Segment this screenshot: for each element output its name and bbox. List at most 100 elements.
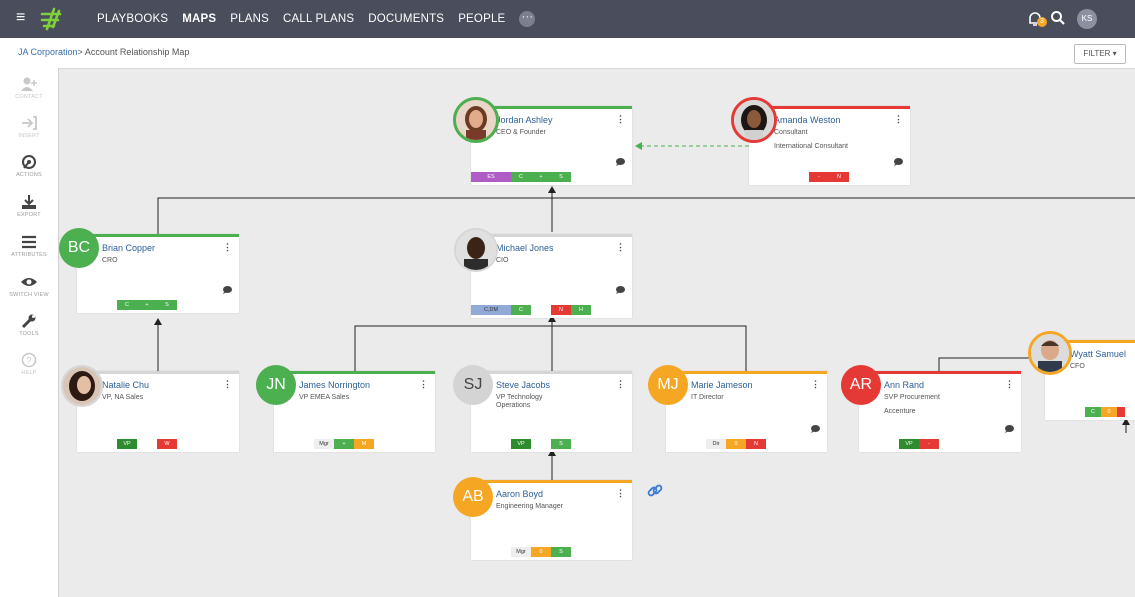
contact-card-jordan-ashley[interactable]: Jordan Ashley CEO & Founder ⋮ ES C + S [471,106,632,185]
contact-name[interactable]: Jordan Ashley [496,115,553,125]
contact-card-steve-jacobs[interactable]: Steve Jacobs VP Technology Operations ⋮ … [471,371,632,452]
breadcrumb: JA Corporation> Account Relationship Map [18,47,189,57]
card-menu-icon[interactable]: ⋮ [223,379,232,389]
card-menu-icon[interactable]: ⋮ [894,114,903,124]
contact-photo-natalie-chu [61,365,103,407]
contact-name[interactable]: Wyatt Samuel [1070,349,1126,359]
tag-spacer [531,305,551,315]
actions-icon [22,155,36,169]
tag: + [137,300,157,310]
card-menu-icon[interactable]: ⋮ [616,379,625,389]
contact-initials-james-norrington: JN [256,365,296,405]
contact-name[interactable]: Natalie Chu [102,380,150,390]
card-menu-icon[interactable]: ⋮ [616,488,625,498]
tag: 0 [1101,407,1117,417]
tag: Mgr [314,439,334,449]
contact-initials-marie-jameson: MJ [648,365,688,405]
card-menu-icon[interactable]: ⋮ [616,242,625,252]
contact-title: Engineering Manager [496,503,563,510]
contact-name[interactable]: Aaron Boyd [496,489,544,499]
tag: W [157,439,177,449]
attribute-tags: VP W [117,439,177,449]
card-menu-icon[interactable]: ⋮ [811,379,820,389]
comment-icon[interactable] [894,158,903,166]
link-icon[interactable] [646,482,664,500]
contact-title: VP Technology [496,394,543,401]
app-logo[interactable] [38,6,64,32]
tag: ES [471,172,511,182]
attribute-tags: VP S [511,439,571,449]
contact-name[interactable]: Michael Jones [496,243,554,253]
sidebar-item-contact[interactable]: CONTACT [0,76,58,100]
contact-name[interactable]: Steve Jacobs [496,380,551,390]
sidebar-label-attributes: ATTRIBUTES [11,252,47,258]
nav-playbooks[interactable]: PLAYBOOKS [97,13,169,25]
nav-people[interactable]: PEOPLE [458,13,506,25]
attribute-tags: C 0 [1085,407,1125,417]
tag-spacer [531,439,551,449]
breadcrumb-link-account[interactable]: JA Corporation [18,47,78,57]
contact-card-ann-rand[interactable]: Ann Rand SVP Procurement Accenture ⋮ VP … [859,371,1021,452]
user-avatar[interactable]: KS [1077,9,1097,29]
tag: + [334,439,354,449]
nav-plans[interactable]: PLANS [230,13,270,25]
tag: 0 [531,547,551,557]
sidebar-item-help[interactable]: ? HELP [0,352,58,376]
comment-icon[interactable] [616,286,625,294]
contact-card-james-norrington[interactable]: James Norrington VP EMEA Sales ⋮ Mgr + M [274,371,435,452]
sidebar-item-attributes[interactable]: ATTRIBUTES [0,234,58,258]
tag: N [551,305,571,315]
attribute-tags: - N [809,172,849,182]
hamburger-menu-icon[interactable]: ≡ [16,9,26,26]
contact-card-marie-jameson[interactable]: Marie Jameson IT Director ⋮ Dir 0 N [666,371,827,452]
attribute-tags: Mgr + M [314,439,374,449]
card-menu-icon[interactable]: ⋮ [1005,379,1014,389]
comment-icon[interactable] [223,286,232,294]
contact-card-brian-copper[interactable]: Brian Copper CRO ⋮ C + S [77,234,239,313]
comment-icon[interactable] [1005,425,1014,433]
contact-title: VP EMEA Sales [299,394,350,401]
tag: VP [117,439,137,449]
contact-company: International Consultant [774,143,848,150]
sidebar-item-switch-view[interactable]: SWITCH VIEW [0,274,58,298]
tag: M [354,439,374,449]
contact-card-aaron-boyd[interactable]: Aaron Boyd Engineering Manager ⋮ Mgr 0 S [471,480,632,560]
more-menu-icon[interactable]: ··· [519,11,536,27]
contact-name[interactable]: Marie Jameson [691,380,753,390]
tag: N [829,172,849,182]
card-menu-icon[interactable]: ⋮ [223,242,232,252]
sidebar-item-actions[interactable]: ACTIONS [0,154,58,178]
tag: H [571,305,591,315]
search-icon[interactable] [1050,10,1066,26]
nav-call-plans[interactable]: CALL PLANS [283,13,355,25]
card-menu-icon[interactable]: ⋮ [419,379,428,389]
tag: 0 [726,439,746,449]
contact-card-natalie-chu[interactable]: Natalie Chu VP, NA Sales ⋮ VP W [77,371,239,452]
comment-icon[interactable] [616,158,625,166]
contact-name[interactable]: Brian Copper [102,243,156,253]
contact-name[interactable]: Amanda Weston [774,115,841,125]
sidebar-item-tools[interactable]: TOOLS [0,313,58,337]
contact-title-line2: Operations [496,402,531,409]
tag: - [809,172,829,182]
contact-name[interactable]: Ann Rand [884,380,925,390]
relationship-map-canvas[interactable]: Jordan Ashley CEO & Founder ⋮ ES C + S A… [59,68,1135,597]
contact-title: IT Director [691,394,724,401]
contact-initials-steve-jacobs: SJ [453,365,493,405]
tag-spacer [137,439,157,449]
contact-name[interactable]: James Norrington [299,380,371,390]
sidebar-item-insert[interactable]: INSERT [0,115,58,139]
card-menu-icon[interactable]: ⋮ [616,114,625,124]
filter-dropdown[interactable]: FILTER ▾ [1074,44,1126,64]
comment-icon[interactable] [811,425,820,433]
contact-title: VP, NA Sales [102,394,144,401]
insert-icon [22,116,37,130]
nav-documents[interactable]: DOCUMENTS [368,13,445,25]
attribute-tags: C + S [117,300,177,310]
tool-sidebar: CONTACT INSERT ACTIONS EXPORT ATTRIBUTES… [0,68,59,597]
tag: + [531,172,551,182]
wrench-icon [21,314,36,329]
tag: Mgr [511,547,531,557]
nav-maps[interactable]: MAPS [182,13,217,25]
sidebar-item-export[interactable]: EXPORT [0,194,58,218]
